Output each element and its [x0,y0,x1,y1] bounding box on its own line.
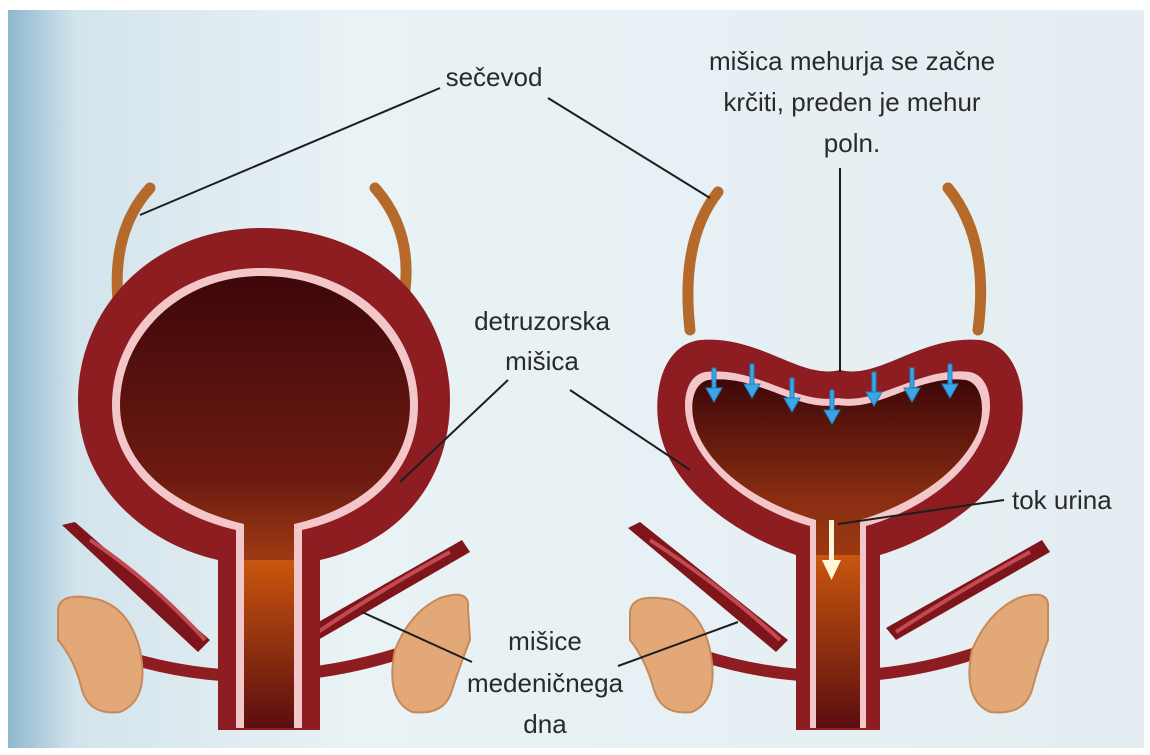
label-pelvic-line1: mišice [508,626,582,656]
label-contraction-line1: mišica mehurja se začne [709,46,995,76]
label-ureter: sečevod [446,62,543,92]
label-contraction-line3: poln. [824,128,880,158]
label-detrusor-line2: mišica [505,346,579,376]
left-urethra [244,560,294,728]
label-pelvic-line3: dna [523,709,567,739]
left-bladder [58,188,470,730]
label-pelvic-line2: medeničnega [467,668,624,698]
right-urethra [816,555,860,728]
label-detrusor-line1: detruzorska [474,306,610,336]
label-urine-flow: tok urina [1012,485,1112,515]
label-contraction-line2: krčiti, preden je mehur [723,87,981,117]
